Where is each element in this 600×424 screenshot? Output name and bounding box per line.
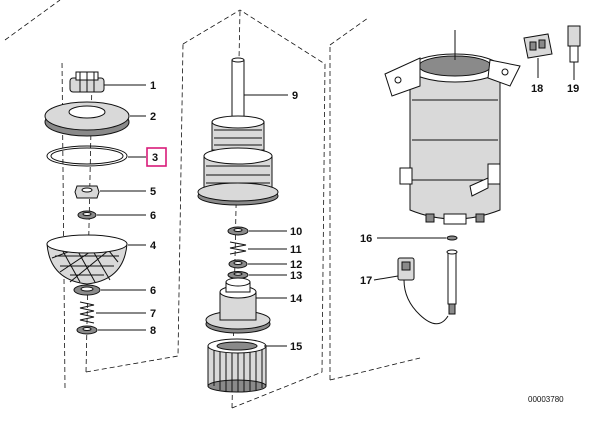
callout-5[interactable]: 5 [150,186,156,198]
part-3-o-ring[interactable] [46,145,146,167]
callout-8[interactable]: 8 [150,325,156,337]
part-19-plug[interactable] [567,25,581,80]
part-11-spring[interactable] [229,241,287,255]
callout-17[interactable]: 17 [360,275,372,287]
part-12-washer[interactable] [228,259,287,269]
callout-6-upper[interactable]: 6 [150,210,156,222]
callout-2[interactable]: 2 [150,111,156,123]
filter-housing[interactable] [384,30,521,225]
callout-18[interactable]: 18 [531,83,543,95]
part-18-socket[interactable] [523,33,553,78]
callout-4[interactable]: 4 [150,240,157,252]
part-10-washer[interactable] [227,226,287,236]
callout-12[interactable]: 12 [290,259,302,271]
part-6-washer-a[interactable] [77,210,146,220]
document-id: 00003780 [528,395,564,404]
part-17-connector[interactable] [373,257,449,325]
part-16-sensor[interactable] [377,235,458,315]
part-4-strainer[interactable] [46,234,146,285]
callout-10[interactable]: 10 [290,226,302,238]
part-8-washer[interactable] [76,325,146,335]
callout-3-highlight-box [146,147,167,167]
callout-1[interactable]: 1 [150,80,156,92]
part-14-valve-housing[interactable] [205,277,287,334]
part-5-nut[interactable] [74,185,146,199]
callout-6-lower[interactable]: 6 [150,285,156,297]
part-7-spring[interactable] [79,301,146,324]
part-1-cap-nut[interactable] [69,71,146,93]
part-6-washer-b[interactable] [73,284,146,296]
callout-15[interactable]: 15 [290,341,302,353]
callout-14[interactable]: 14 [290,293,303,305]
part-2-cover[interactable] [44,101,146,137]
part-15-filter-sleeve[interactable] [207,338,287,393]
part-9-filter[interactable] [197,57,288,206]
callout-11[interactable]: 11 [290,244,302,256]
callout-7[interactable]: 7 [150,308,156,320]
callout-19[interactable]: 19 [567,83,579,95]
callout-16[interactable]: 16 [360,233,372,245]
callout-9[interactable]: 9 [292,90,298,102]
part-13-washer[interactable] [227,271,287,279]
callout-3[interactable]: 3 [152,152,158,164]
callout-13[interactable]: 13 [290,270,302,282]
